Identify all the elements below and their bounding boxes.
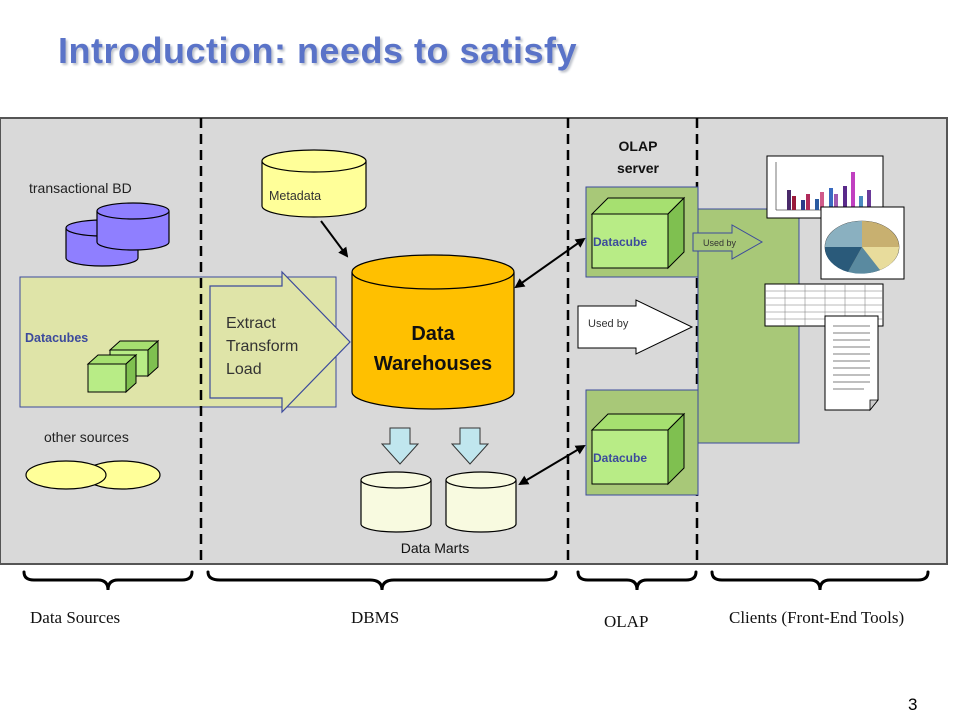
data-warehouse-icon [351, 254, 515, 410]
datacube-bottom-label: Datacube [593, 451, 647, 465]
etl-arrow [209, 270, 351, 414]
etl-extract: Extract [226, 315, 276, 332]
used-by-big-label: Used by [588, 318, 629, 330]
warehouse-line2: Warehouses [374, 353, 492, 375]
datacube-top-icon [590, 196, 686, 270]
transactional-db-icon [65, 202, 170, 267]
metadata-label: Metadata [269, 189, 321, 203]
data-mart-left-icon [360, 471, 432, 533]
data-marts-label: Data Marts [401, 540, 469, 556]
used-by-small-arrow [692, 224, 764, 260]
section-dbms: DBMS [351, 608, 399, 627]
etl-transform: Transform [226, 338, 298, 355]
warehouse-cube-top-arrow [514, 237, 586, 289]
metadata-icon [261, 149, 367, 218]
section-olap: OLAP [604, 612, 648, 631]
section-clients: Clients (Front-End Tools) [729, 608, 904, 627]
brace-dbms [206, 570, 558, 591]
olap-server-line1: OLAP [619, 138, 658, 154]
brace-olap [576, 570, 698, 591]
olap-server-line2: server [617, 160, 660, 176]
brace-data-sources [22, 570, 194, 591]
other-sources-icon [25, 460, 161, 490]
section-data-sources: Data Sources [30, 608, 120, 627]
brace-clients [710, 570, 930, 591]
down-arrow-right [450, 427, 490, 465]
etl-load: Load [226, 361, 262, 378]
other-sources-label: other sources [44, 429, 129, 445]
datacubes-icon [86, 339, 160, 394]
marts-cube-bottom-arrow [518, 444, 586, 486]
metadata-arrow [320, 220, 349, 258]
slide-title: Introduction: needs to satisfy [58, 30, 578, 71]
warehouse-line1: Data [411, 323, 455, 345]
datacube-top-label: Datacube [593, 235, 647, 249]
datacube-bottom-icon [590, 412, 686, 486]
used-by-big-arrow [577, 299, 694, 355]
down-arrow-left [380, 427, 420, 465]
page-number: 3 [908, 695, 918, 714]
pie-chart-thumbnail [820, 206, 905, 280]
datacubes-label: Datacubes [25, 331, 88, 345]
transactional-label: transactional BD [29, 180, 132, 196]
document-thumbnail [824, 315, 879, 412]
used-by-small-label: Used by [703, 238, 737, 248]
data-mart-right-icon [445, 471, 517, 533]
